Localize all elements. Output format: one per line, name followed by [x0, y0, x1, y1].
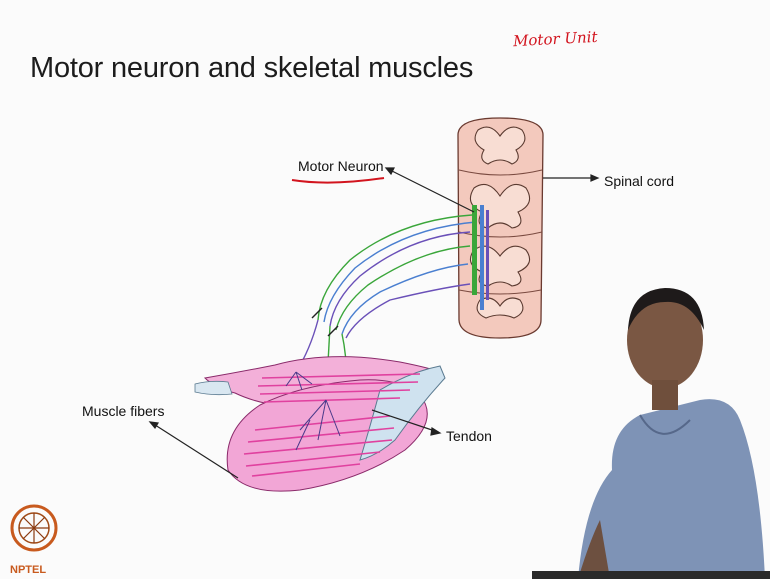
logo-text: NPTEL [10, 564, 46, 576]
label-muscle-fibers: Muscle fibers [82, 403, 164, 419]
label-spinal-cord: Spinal cord [604, 173, 674, 189]
presenter-figure [532, 288, 770, 579]
label-motor-neuron: Motor Neuron [298, 158, 384, 174]
skeletal-muscle [195, 357, 445, 491]
red-underline [292, 178, 384, 183]
label-tendon: Tendon [446, 428, 492, 444]
motor-neuron-tracks [472, 205, 489, 310]
spinal-cord [458, 118, 543, 338]
